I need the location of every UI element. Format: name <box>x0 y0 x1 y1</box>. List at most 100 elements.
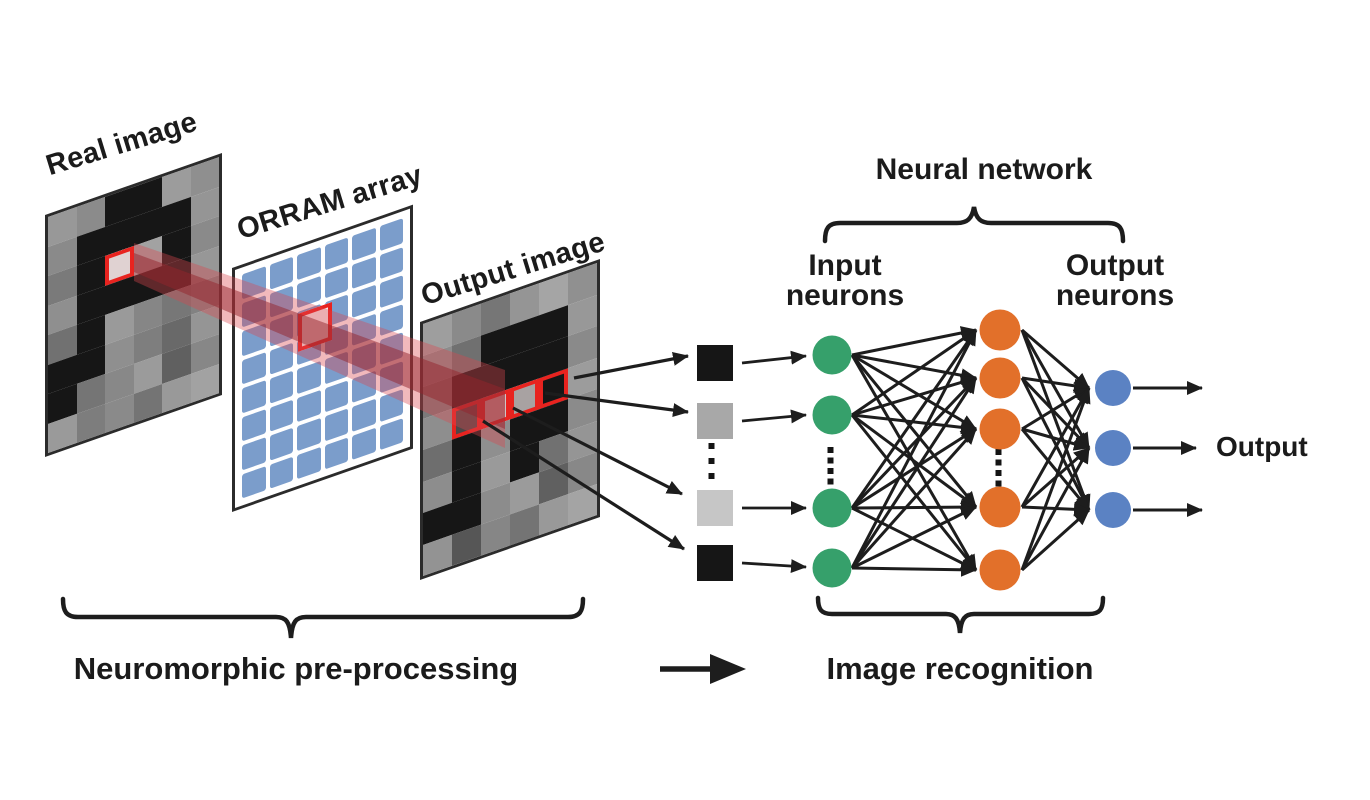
orram-cell <box>324 379 348 413</box>
orram-cell <box>379 389 403 422</box>
orram-cell <box>324 408 348 442</box>
connection-line <box>851 413 977 435</box>
output-neuron <box>1095 370 1131 406</box>
orram-cell <box>324 436 348 470</box>
orram-cell <box>269 313 293 347</box>
connection-line <box>850 414 978 571</box>
output-image-pixel-grid <box>423 263 597 576</box>
orram-cell <box>297 361 321 394</box>
orram-cell <box>352 256 376 289</box>
ellipsis-dots <box>708 473 715 479</box>
orram-cell <box>352 398 376 432</box>
neural-network-title: Neural network <box>875 153 1093 186</box>
connection-line <box>1020 329 1091 449</box>
ellipsis-dots <box>827 468 834 474</box>
flow-arrow-head <box>710 654 746 684</box>
orram-cell <box>269 456 293 489</box>
image-recognition-caption: Image recognition <box>826 651 1094 686</box>
connection-line <box>1020 376 1091 450</box>
input-neuron <box>812 488 852 528</box>
orram-cell <box>297 275 321 309</box>
orram-cell <box>352 284 376 318</box>
orram-cell <box>379 218 403 251</box>
orram-device-grid <box>235 209 410 508</box>
sampled-pixel-square <box>697 545 733 581</box>
preprocessing-brace <box>60 596 586 639</box>
orram-cell <box>379 360 403 394</box>
connection-line <box>850 329 978 509</box>
orram-cell <box>242 351 266 385</box>
orram-cell <box>269 285 293 318</box>
connection-line <box>1021 386 1090 431</box>
connection-line <box>850 329 978 569</box>
orram-cell <box>352 341 376 375</box>
connection-line <box>850 377 978 569</box>
connection-line <box>1021 427 1090 451</box>
hidden-neuron <box>979 309 1021 351</box>
orram-cell <box>242 380 266 413</box>
output-image-panel <box>420 258 600 580</box>
orram-cell <box>379 303 403 337</box>
pixel-to-neuron-arrow <box>741 350 807 365</box>
orram-cell <box>269 342 293 375</box>
real-image-pixel-grid <box>48 157 219 453</box>
real-image-panel <box>45 153 222 457</box>
connection-line <box>850 428 978 569</box>
ellipsis-dots <box>827 457 834 464</box>
orram-cell <box>242 408 266 442</box>
connection-line <box>851 427 977 510</box>
connection-line <box>1020 329 1091 511</box>
orram-cell <box>352 370 376 403</box>
input-neuron <box>812 395 852 435</box>
connection-line <box>851 505 977 570</box>
connection-line <box>1020 447 1091 571</box>
input-neuron <box>812 548 852 588</box>
connection-line <box>851 500 977 515</box>
orram-cell <box>352 313 376 346</box>
sampled-pixel-square <box>697 345 733 381</box>
connection-line <box>1021 328 1090 390</box>
orram-cell <box>379 246 403 280</box>
output-result-label: Output <box>1216 431 1308 462</box>
connection-line <box>1020 508 1091 572</box>
orram-cell <box>324 265 348 299</box>
hidden-neuron <box>979 486 1021 528</box>
orram-cell <box>297 446 321 480</box>
orram-cell <box>297 247 321 280</box>
orram-cell <box>269 399 293 432</box>
connection-line <box>851 326 977 357</box>
orram-cell <box>297 389 321 423</box>
connection-line <box>851 413 977 509</box>
orram-cell <box>352 227 376 261</box>
orram-cell <box>379 275 403 308</box>
orram-cell <box>297 418 321 451</box>
orram-cell <box>242 323 266 356</box>
orram-array-panel <box>232 204 413 513</box>
connection-line <box>850 354 978 508</box>
connection-line <box>1021 376 1090 393</box>
ellipsis-dots <box>708 458 715 464</box>
neural-network-brace <box>822 206 1126 244</box>
orram-cell <box>242 266 266 299</box>
sampled-pixel-square <box>697 403 733 439</box>
orram-cell <box>242 294 266 328</box>
sampled-pixel-square <box>697 490 733 526</box>
connection-line <box>1020 428 1091 511</box>
input-neuron <box>812 335 852 375</box>
orram-cell <box>242 465 266 499</box>
connection-line <box>851 353 977 383</box>
orram-cell <box>269 256 293 290</box>
connection-line <box>1020 387 1091 508</box>
hidden-neuron <box>979 408 1021 450</box>
input-neurons-label: Input neurons <box>785 249 905 312</box>
recognition-brace <box>815 595 1106 634</box>
ellipsis-dots <box>995 459 1002 466</box>
neuromorphic-preprocessing-caption: Neuromorphic pre-processing <box>73 651 519 686</box>
orram-cell <box>379 417 403 451</box>
orram-cell <box>242 437 266 470</box>
orram-cell <box>324 351 348 385</box>
orram-cell <box>379 332 403 365</box>
connection-line <box>1021 446 1090 509</box>
connection-line <box>851 328 977 417</box>
